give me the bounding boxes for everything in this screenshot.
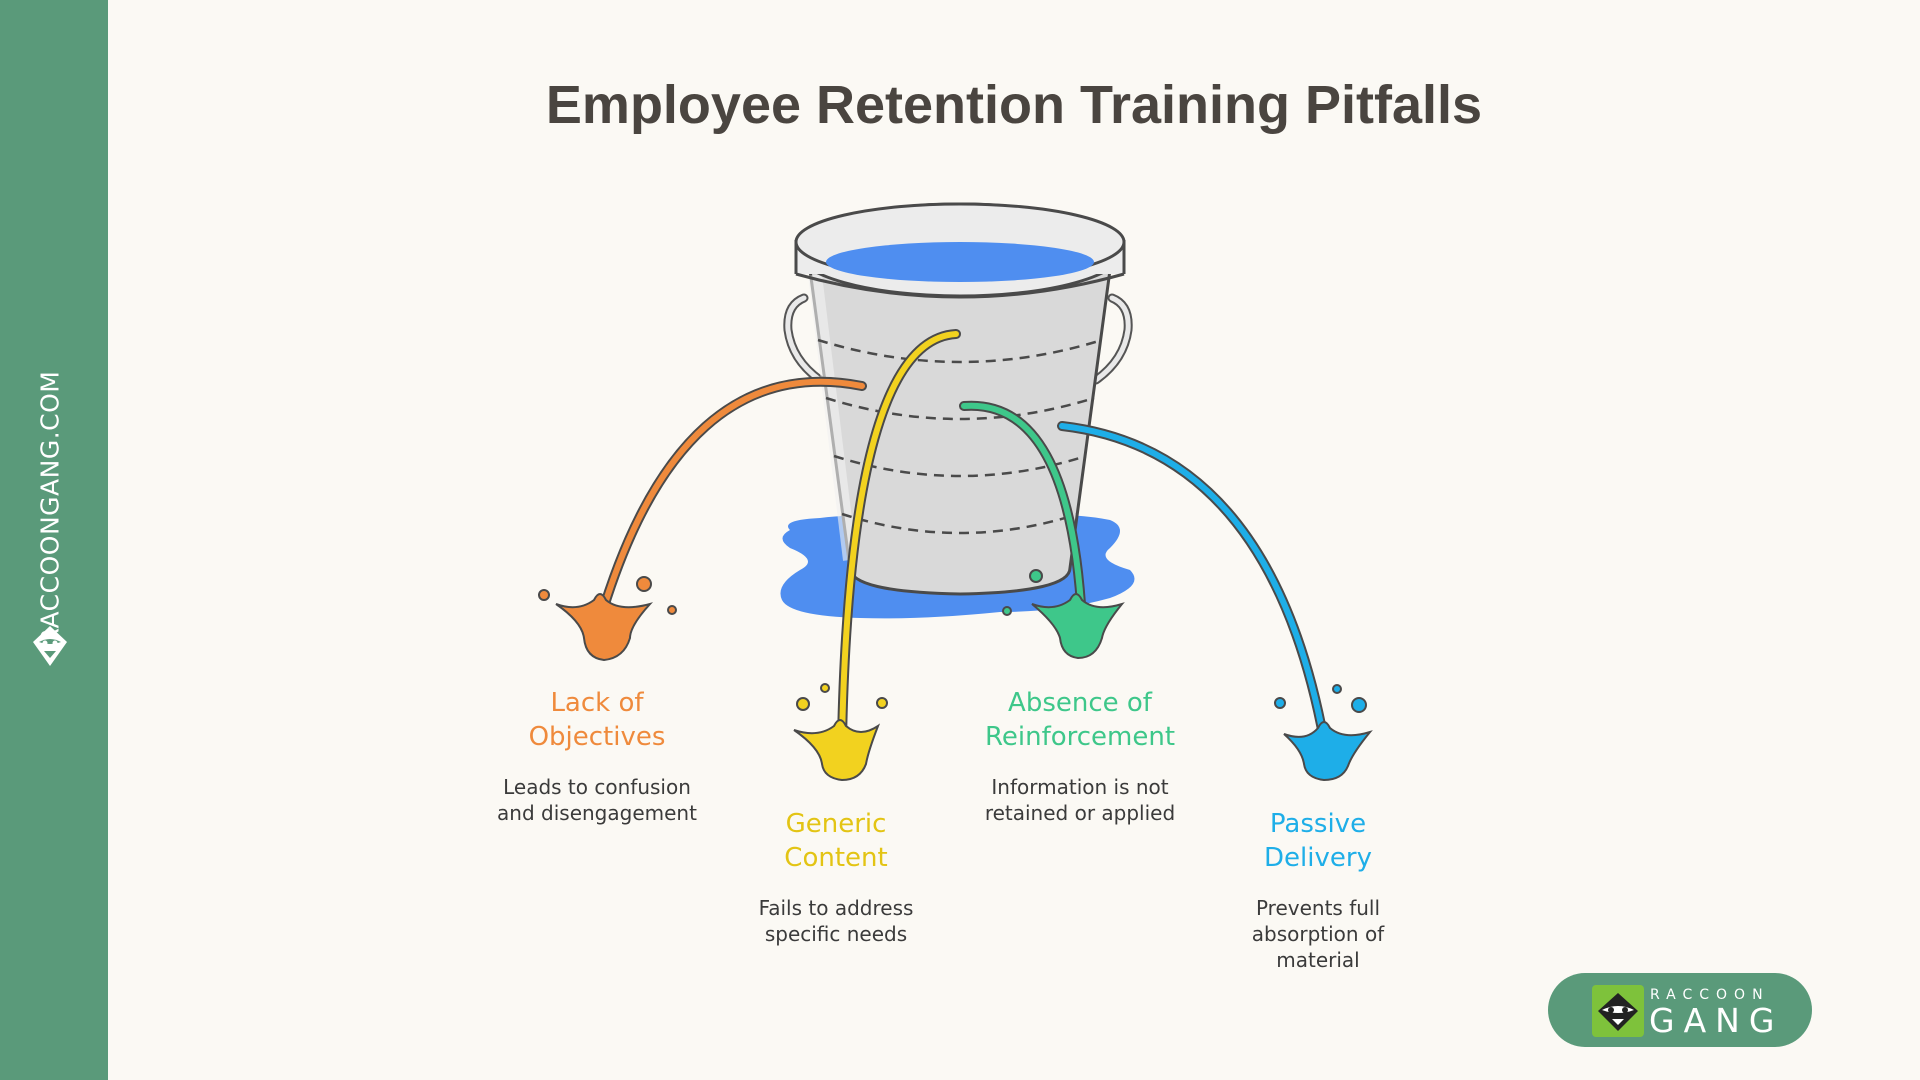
brand-name-top: RACCOON	[1650, 987, 1770, 1003]
pitfall-lack-of-objectives: Lack of Objectives Leads to confusion an…	[467, 686, 727, 826]
pitfall-description: Fails to address specific needs	[758, 896, 914, 946]
pitfall-absence-of-reinforcement: Absence of Reinforcement Information is …	[950, 686, 1210, 826]
blue-splash	[1283, 721, 1373, 782]
yellow-splash	[793, 719, 881, 782]
pitfall-description: Information is not retained or applied	[984, 775, 1176, 825]
orange-stream	[597, 378, 865, 623]
pitfall-title: Absence of Reinforcement	[984, 688, 1176, 752]
yellow-stream	[839, 331, 959, 743]
pitfall-title: Passive Delivery	[1264, 809, 1372, 873]
bucket-icon	[808, 268, 1112, 596]
green-stream	[961, 402, 1085, 623]
blue-stream	[1059, 423, 1327, 743]
pitfall-title: Lack of Objectives	[528, 688, 666, 752]
orange-splash	[555, 593, 654, 662]
page-title: Employee Retention Training Pitfalls	[545, 75, 1483, 135]
pitfall-description: Prevents full absorption of material	[1251, 896, 1385, 972]
raccoon-logo-icon	[1592, 985, 1644, 1037]
brand-badge[interactable]: RACCOON GANG	[1548, 973, 1812, 1047]
brand-name-bottom: GANG	[1649, 1001, 1784, 1040]
pitfall-title: Generic Content	[784, 809, 888, 873]
green-splash	[1031, 593, 1125, 660]
sidebar: RACCOONGANG.COM	[0, 0, 108, 1080]
pitfall-generic-content: Generic Content Fails to address specifi…	[706, 807, 966, 947]
bucket-water	[826, 242, 1094, 282]
raccoon-logo-icon	[33, 626, 67, 666]
pitfall-passive-delivery: Passive Delivery Prevents full absorptio…	[1188, 807, 1448, 973]
pitfall-description: Leads to confusion and disengagement	[497, 775, 697, 825]
